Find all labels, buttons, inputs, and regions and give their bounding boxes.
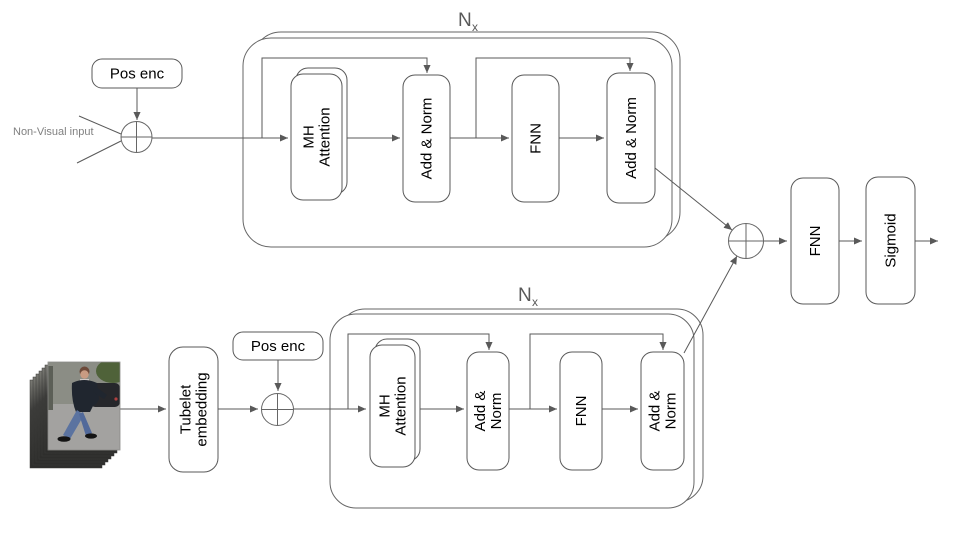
top-add-norm-2-box: Add & Norm	[606, 72, 656, 204]
tubelet-frames-image	[29, 361, 121, 469]
svg-text:N: N	[458, 10, 472, 31]
tubelet-embedding-label: Tubelet	[178, 384, 195, 434]
non-visual-fan-line-upper	[78, 115, 122, 135]
top-add-norm-1-box: Add & Norm	[402, 74, 451, 203]
fusion-add-operator-icon	[728, 223, 764, 259]
bottom-mh-attention-label: MH	[377, 394, 394, 417]
non-visual-fan-line-lower	[76, 140, 122, 164]
svg-text:x: x	[472, 20, 478, 34]
pos-enc-top-box: Pos enc	[91, 58, 183, 89]
bottom-mh-attention-box: MH Attention	[369, 338, 421, 468]
bottom-skip-connection-1	[347, 333, 493, 409]
svg-text:x: x	[532, 295, 538, 309]
bottom-add-norm-2-box: Add & Norm	[640, 351, 685, 471]
top-encoder-container	[242, 31, 681, 248]
top-encoder-output-arrow	[654, 167, 733, 231]
svg-text:Attention: Attention	[317, 107, 334, 166]
top-encoder-repeat-label: N x	[458, 10, 478, 34]
svg-text:N: N	[518, 285, 532, 306]
tubelet-embedding-box: Tubelet embedding	[168, 346, 219, 473]
non-visual-input-label: Non-Visual input	[13, 126, 94, 138]
pos-enc-bottom-label: Pos enc	[251, 338, 306, 355]
bottom-add-norm-1-box: Add & Norm	[466, 351, 510, 471]
connector-lines	[76, 57, 938, 413]
svg-text:Norm: Norm	[663, 393, 680, 430]
bottom-fnn-label: FNN	[573, 396, 590, 427]
top-mh-attention-box: MH Attention	[290, 67, 348, 201]
add-operator-top-icon	[120, 121, 153, 153]
top-skip-connection-1	[261, 57, 431, 138]
bottom-add-norm-1-label: Add &	[472, 391, 489, 432]
pedestrian-photo	[48, 362, 120, 450]
head-fnn-box: FNN	[790, 177, 840, 305]
top-add-norm-1-label: Add & Norm	[419, 98, 436, 180]
svg-text:Norm: Norm	[488, 393, 505, 430]
svg-text:embedding: embedding	[194, 372, 211, 446]
top-fnn-box: FNN	[511, 74, 560, 203]
top-skip-connection-2	[475, 57, 634, 138]
add-operator-bottom-icon	[261, 393, 294, 426]
bottom-add-norm-2-label: Add &	[647, 391, 664, 432]
top-fnn-label: FNN	[528, 123, 545, 154]
head-fnn-label: FNN	[807, 226, 824, 257]
bottom-skip-connection-2	[529, 333, 667, 409]
pos-enc-bottom-box: Pos enc	[232, 331, 324, 361]
pos-enc-top-label: Pos enc	[110, 66, 165, 83]
top-mh-attention-label: MH	[301, 125, 318, 148]
bottom-fnn-box: FNN	[559, 351, 603, 471]
bottom-encoder-repeat-label: N x	[518, 285, 538, 309]
bottom-encoder-container	[329, 308, 704, 509]
sigmoid-box: Sigmoid	[865, 176, 916, 305]
bottom-encoder-output-arrow	[683, 255, 738, 354]
top-add-norm-2-label: Add & Norm	[623, 97, 640, 179]
sigmoid-label: Sigmoid	[883, 213, 900, 267]
svg-text:Attention: Attention	[393, 376, 410, 435]
